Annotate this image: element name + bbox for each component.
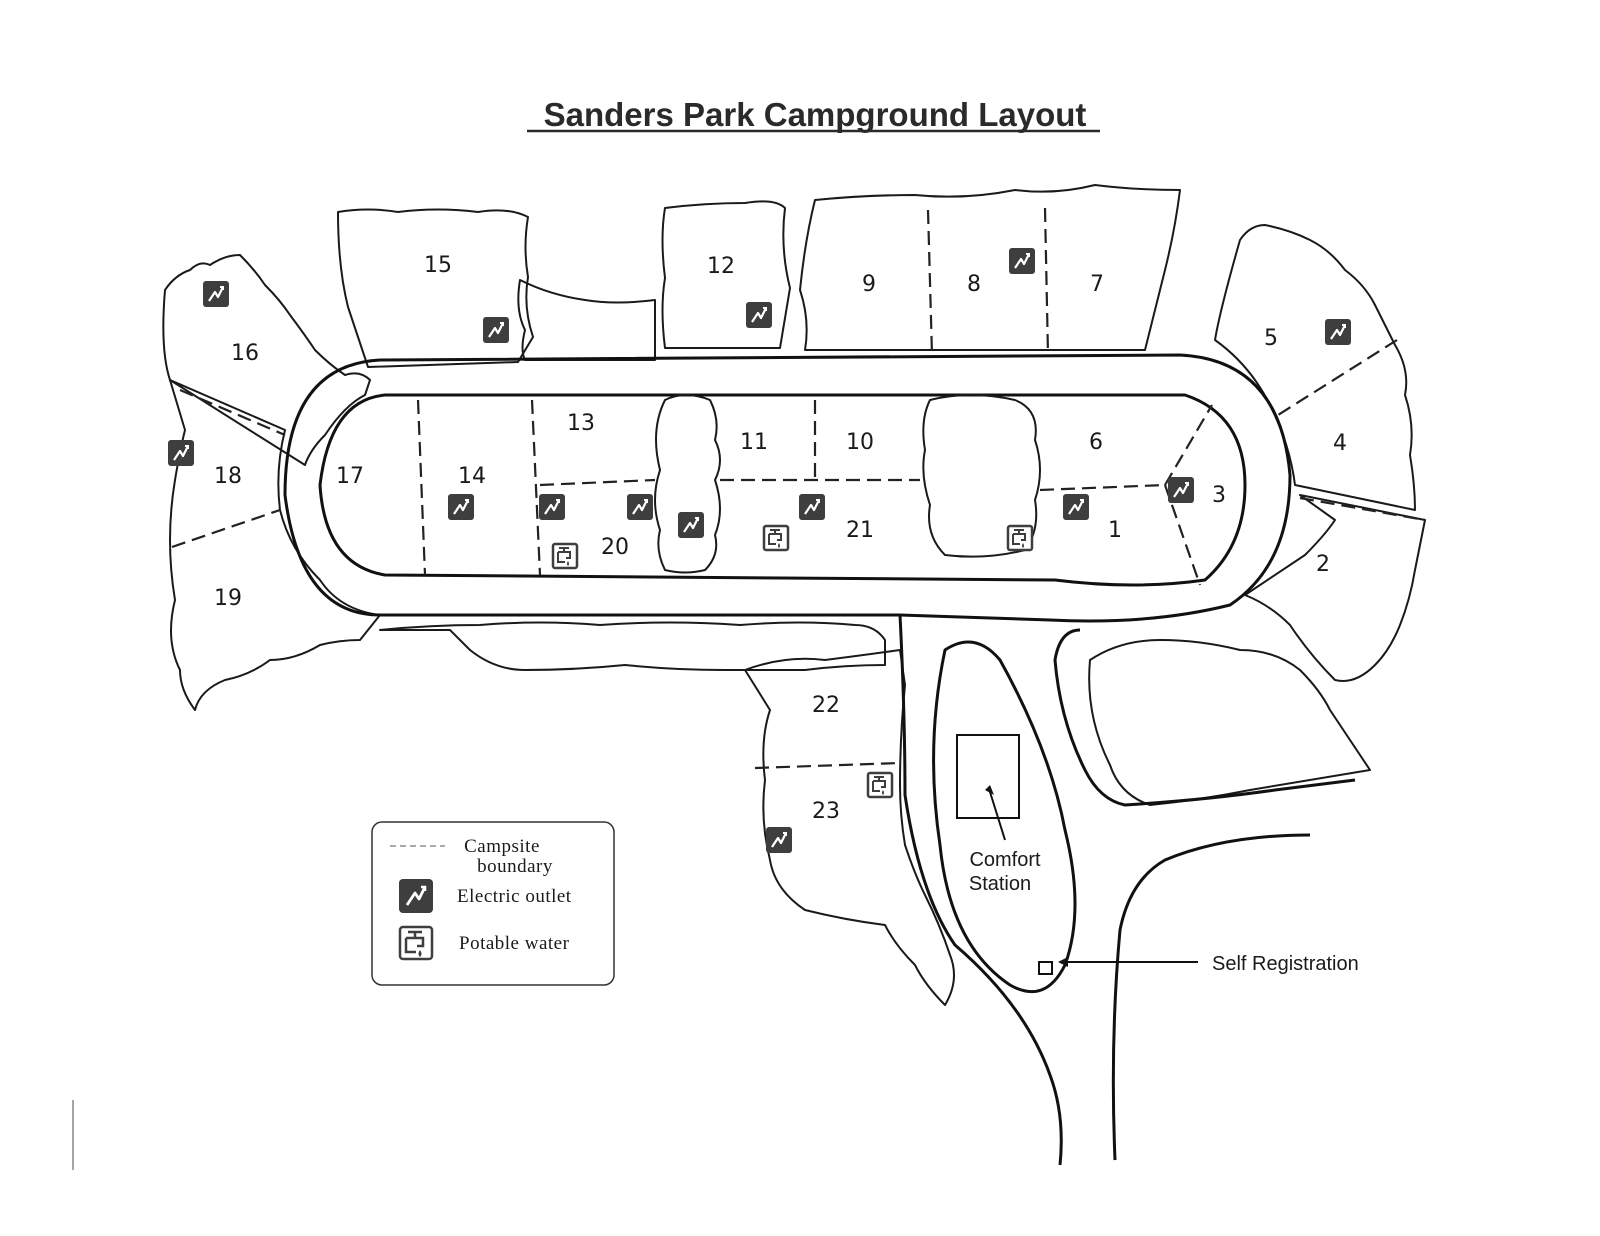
electric-outlet-icon (625, 492, 655, 522)
electric-outlet-icon (744, 300, 774, 330)
site-20: 20 (601, 535, 629, 560)
boundary-4-2 (1299, 496, 1426, 522)
site-17: 17 (336, 464, 364, 489)
site-22: 22 (812, 693, 840, 718)
site-2: 2 (1316, 552, 1330, 577)
electric-outlet-icon (446, 492, 476, 522)
loop-road-inner (318, 393, 1247, 587)
legend: Campsite boundary Electric outlet Potabl… (371, 821, 615, 986)
boundary-6-3 (1164, 404, 1213, 486)
entrance-road-right (1111, 833, 1311, 1161)
site-16: 16 (231, 341, 259, 366)
electric-outlet-icon (676, 510, 706, 540)
electric-outlet-icon (537, 492, 567, 522)
bush-between-15-12 (517, 279, 656, 361)
loop-road-outer (283, 353, 1292, 623)
boundary-9-8 (926, 209, 934, 356)
boundary-22-23 (754, 761, 901, 770)
site-13: 13 (567, 411, 595, 436)
comfort-station-label-1: Comfort (969, 849, 1041, 871)
electric-outlet-icon (166, 438, 196, 468)
potable-water-icon (1006, 524, 1034, 552)
site-15: 15 (424, 253, 452, 278)
electric-outlet-icon (1007, 246, 1037, 276)
site-2-area (1244, 494, 1426, 682)
boundary-14-13 (530, 399, 542, 576)
comfort-island (932, 640, 1077, 994)
legend-boundary-label-1: Campsite (464, 836, 540, 857)
electric-outlet-icon (1166, 475, 1196, 505)
bush-bottom-strip (379, 621, 886, 671)
boundary-6-1 (1039, 483, 1166, 492)
site-16-area (162, 254, 371, 466)
comfort-station-label-2: Station (969, 873, 1031, 895)
electric-outlet-icon (1061, 492, 1091, 522)
boundary-5-4 (1277, 339, 1398, 416)
legend-boundary-label-2: boundary (477, 856, 553, 877)
site-12: 12 (707, 254, 735, 279)
bush-right-lower (1088, 639, 1371, 806)
site-7: 7 (1090, 272, 1104, 297)
electric-outlet-icon (764, 825, 794, 855)
legend-water-label: Potable water (459, 933, 570, 954)
potable-water-icon (762, 524, 790, 552)
boundary-16-18 (179, 388, 286, 437)
site-21: 21 (846, 518, 874, 543)
site-19: 19 (214, 586, 242, 611)
site-18-19-area (169, 379, 381, 711)
self-registration-box (1038, 961, 1053, 975)
boundary-13-20 (539, 478, 656, 487)
electric-outlet-icon (1323, 317, 1353, 347)
site-9: 9 (862, 272, 876, 297)
site-11: 11 (740, 430, 768, 455)
electric-outlet-icon (797, 492, 827, 522)
site-22-23-area (744, 649, 955, 1006)
map-title: Sanders Park Campground Layout (544, 96, 1087, 133)
potable-water-icon (866, 771, 894, 799)
legend-electric-label: Electric outlet (457, 886, 572, 907)
boundary-17-14 (416, 399, 427, 576)
site-23: 23 (812, 799, 840, 824)
site-5-4-area (1214, 224, 1416, 511)
site-6: 6 (1089, 430, 1103, 455)
site-5: 5 (1264, 326, 1278, 351)
bush-inner-left (654, 394, 721, 574)
electric-outlet-icon (481, 315, 511, 345)
boundary-8-7 (1043, 207, 1050, 356)
potable-water-icon (551, 542, 579, 570)
site-15-area (337, 208, 534, 368)
boundary-3-1 (1163, 484, 1202, 586)
site-10: 10 (846, 430, 874, 455)
site-4: 4 (1333, 431, 1347, 456)
boundary-18-19 (171, 508, 281, 549)
site-1: 1 (1108, 518, 1122, 543)
site-8: 8 (967, 272, 981, 297)
site-14: 14 (458, 464, 486, 489)
electric-outlet-icon (201, 279, 231, 309)
site-12-area (661, 200, 791, 349)
comfort-station-arrow (989, 791, 1006, 841)
site-18: 18 (214, 464, 242, 489)
self-registration-label: Self Registration (1212, 953, 1359, 975)
comfort-station-building (956, 734, 1020, 819)
side-road-right (1053, 628, 1356, 807)
site-9-8-7-area (799, 184, 1181, 351)
entrance-road-left (898, 614, 1063, 1166)
site-3: 3 (1212, 483, 1226, 508)
electric-outlet-icon (397, 877, 435, 915)
potable-water-icon (398, 925, 434, 961)
